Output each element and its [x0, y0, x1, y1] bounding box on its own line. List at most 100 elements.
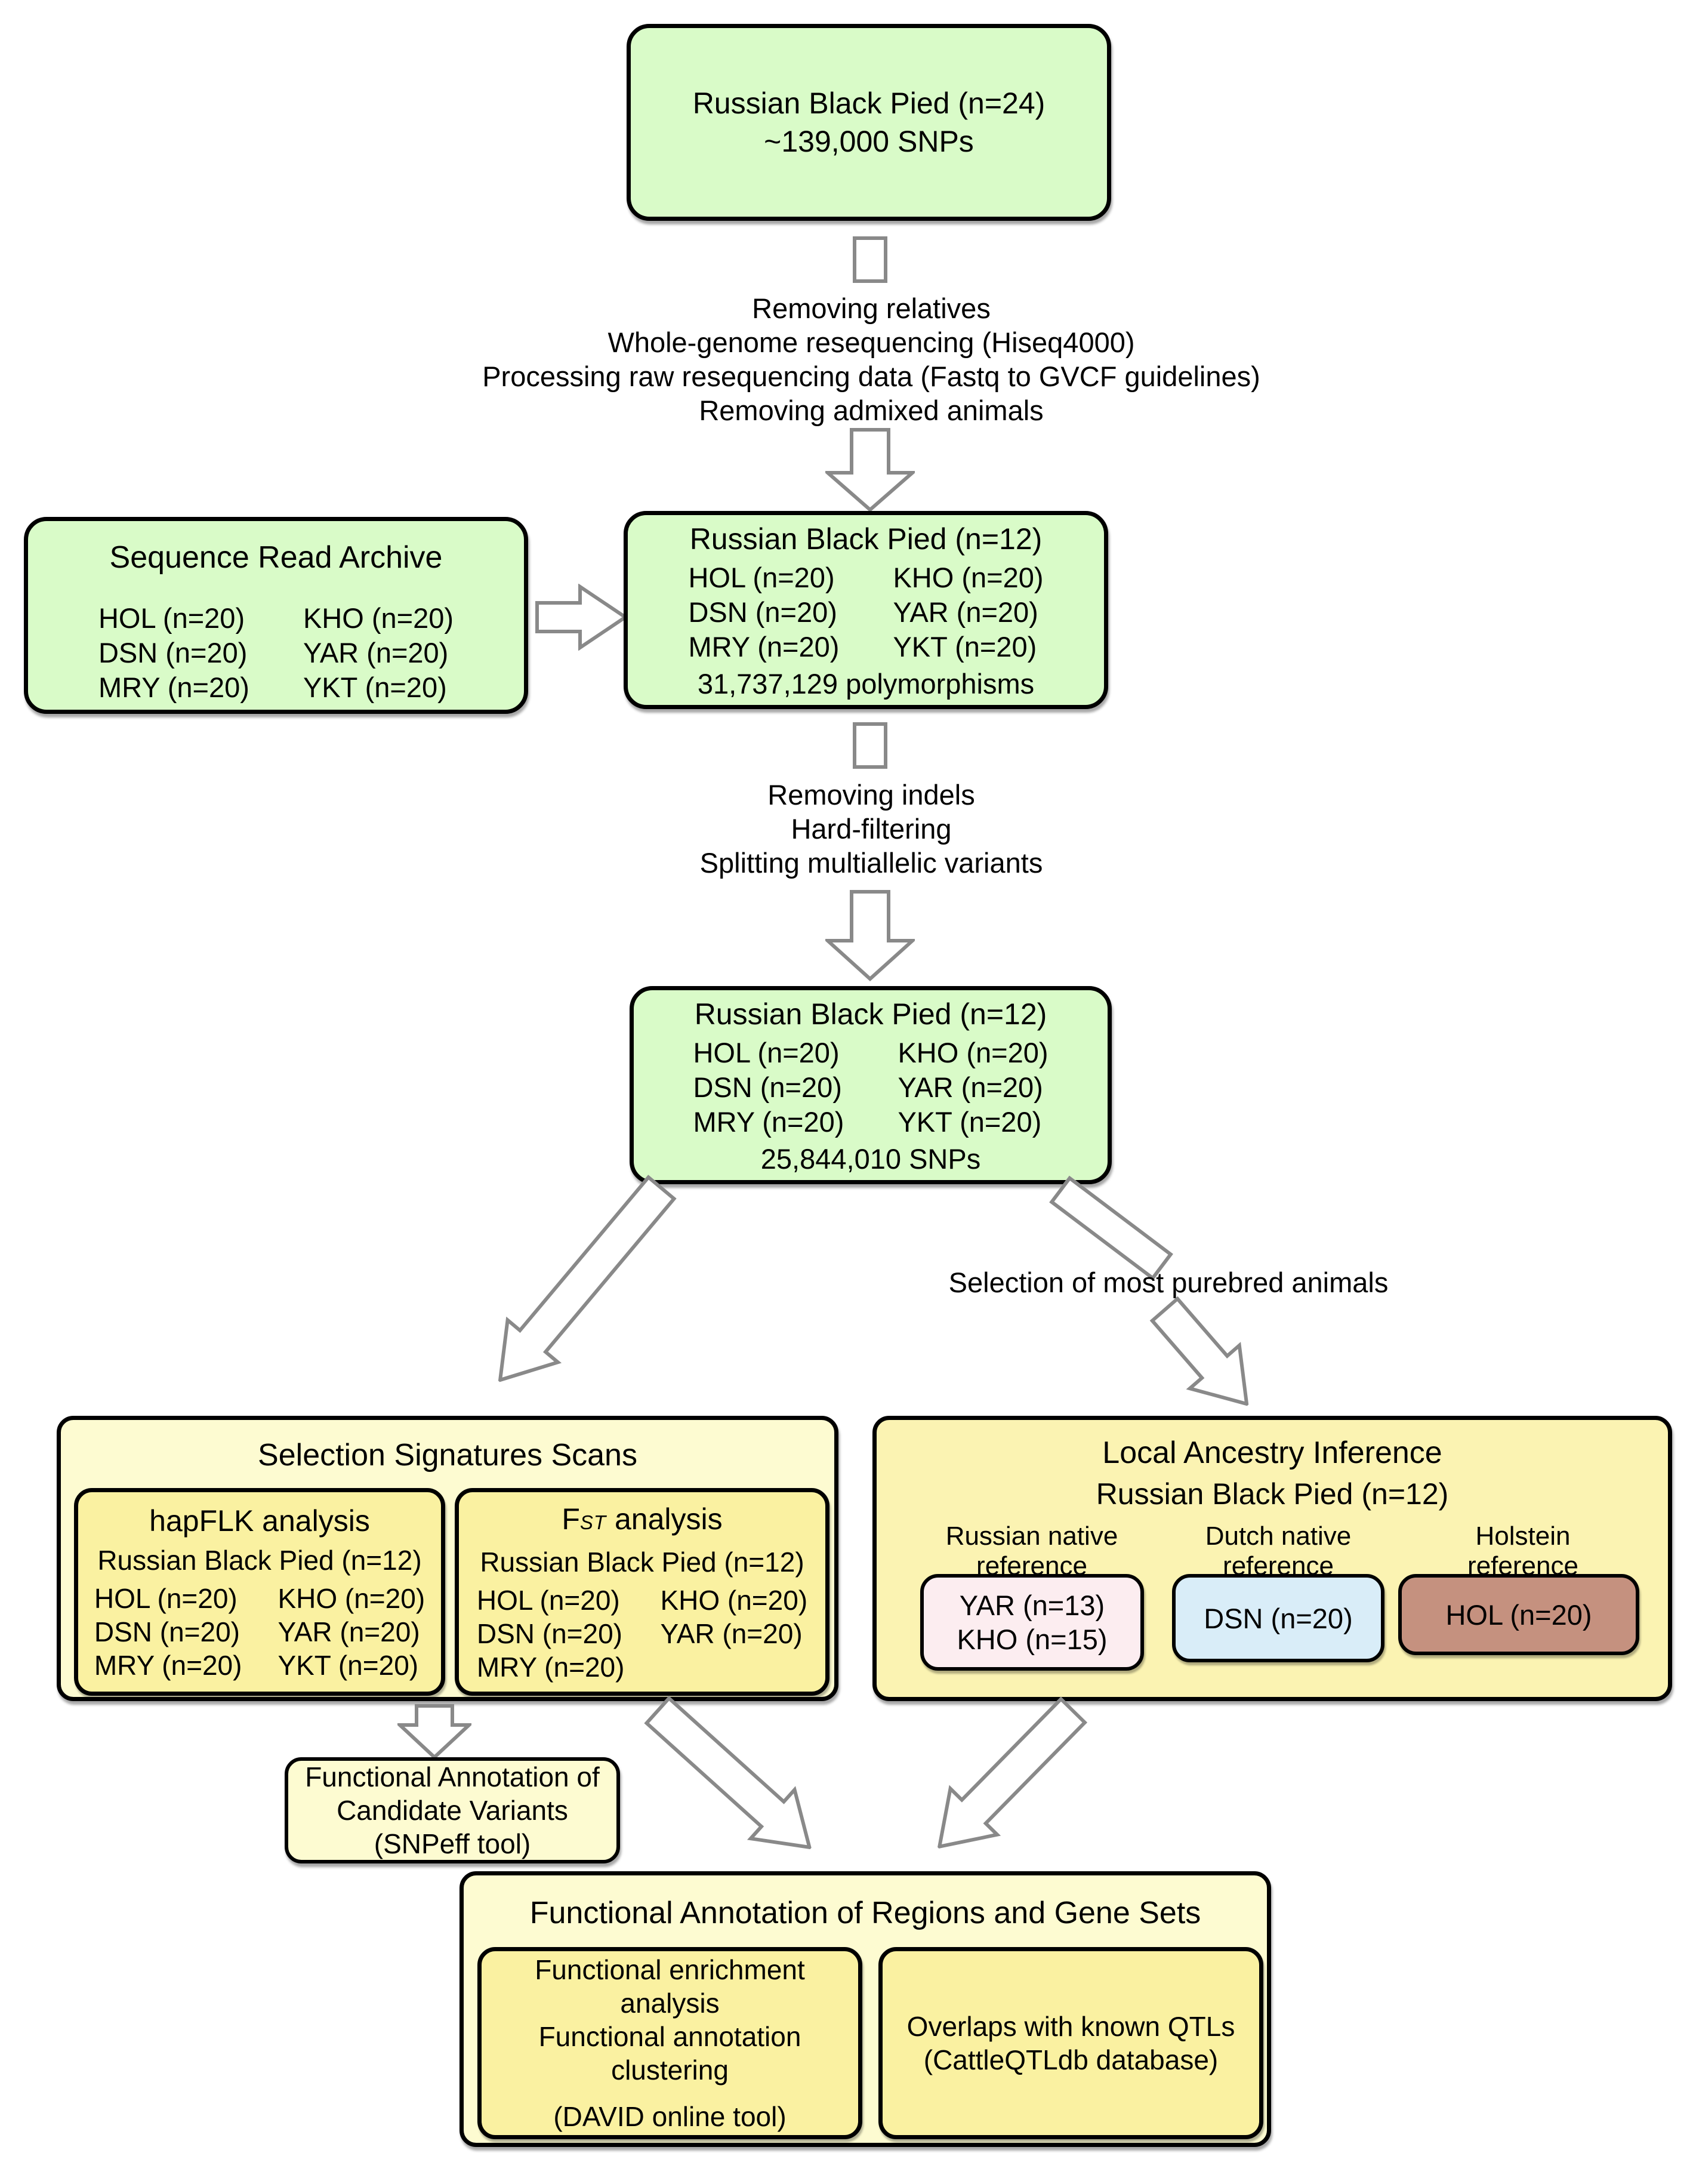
box-qtl-overlaps: Overlaps with known QTLs (CattleQTLdb da…	[878, 1947, 1263, 2139]
breed-item: DSN (n=20)	[94, 1616, 240, 1647]
reference-header-russian: Russian native reference	[912, 1521, 1151, 1581]
process-step: Removing indels	[767, 779, 975, 811]
breed-item: DSN (n=20)	[98, 637, 248, 669]
fst-rest: analysis	[606, 1502, 723, 1536]
box-title: Russian Black Pied (n=24)	[692, 87, 1046, 120]
box-title: Sequence Read Archive	[109, 540, 443, 575]
breed-item: KHO (n=20)	[898, 1036, 1049, 1068]
fst-f: F	[562, 1502, 580, 1536]
breed-item: MRY (n=20)	[98, 671, 249, 703]
breed-column-right: KHO (n=20) YAR (n=20) YKT (n=20)	[277, 1582, 425, 1682]
breed-item: MRY (n=20)	[476, 1652, 625, 1683]
box-dutch-native-reference: DSN (n=20)	[1172, 1574, 1384, 1662]
breed-grid: HOL (n=20) DSN (n=20) MRY (n=20) KHO (n=…	[693, 1036, 1048, 1139]
box-line: (CattleQTLdb database)	[923, 2044, 1219, 2075]
analysis-title: hapFLK analysis	[149, 1504, 370, 1538]
breed-grid: HOL (n=20) DSN (n=20) MRY (n=20) KHO (n=…	[688, 560, 1043, 664]
breed-item: YAR (n=20)	[277, 1616, 420, 1647]
down-arrow-icon	[825, 428, 915, 512]
breed-item: YKT (n=20)	[898, 1105, 1042, 1138]
box-david-analysis: Functional enrichment analysis Functiona…	[477, 1947, 862, 2139]
box-line: Functional annotation clustering	[538, 2021, 801, 2086]
header-line: Dutch native	[1205, 1521, 1352, 1551]
breed-item: DSN (n=20)	[693, 1071, 842, 1103]
diagonal-arrow-left-icon	[498, 1175, 677, 1383]
section-title: Local Ancestry Inference	[1102, 1436, 1442, 1470]
breed-item: MRY (n=20)	[94, 1650, 242, 1681]
box-russian-native-reference: YAR (n=13) KHO (n=15)	[920, 1574, 1144, 1671]
fst-subscript: ST	[579, 1511, 607, 1533]
box-functional-annotation-regions: Functional Annotation of Regions and Gen…	[460, 1871, 1271, 2147]
down-arrow-icon	[397, 1704, 471, 1760]
box-title: Russian Black Pied (n=12)	[694, 997, 1047, 1031]
breed-column-right: KHO (n=20) YAR (n=20) YKT (n=20)	[893, 560, 1043, 664]
breed-grid: HOL (n=20) DSN (n=20) MRY (n=20) KHO (n=…	[94, 1582, 425, 1682]
reference-header-holstein: Holstein reference	[1404, 1521, 1642, 1581]
analysis-subtitle: Russian Black Pied (n=12)	[97, 1545, 422, 1576]
branch-label: Selection of most purebred animals	[948, 1267, 1389, 1298]
diagonal-arrow-icon	[937, 1696, 1088, 1849]
breed-column-left: HOL (n=20) DSN (n=20) MRY (n=20)	[98, 601, 249, 705]
process-step: Whole-genome resequencing (Hiseq4000)	[607, 326, 1135, 358]
breed-item: HOL (n=20)	[1445, 1598, 1592, 1631]
diagonal-arrow-icon	[644, 1695, 812, 1850]
breed-item: HOL (n=20)	[693, 1036, 840, 1068]
breed-item: KHO (n=15)	[957, 1624, 1108, 1655]
breed-column-left: HOL (n=20) DSN (n=20) MRY (n=20)	[94, 1582, 242, 1682]
box-russian-black-pied-polymorphisms: Russian Black Pied (n=12) HOL (n=20) DSN…	[624, 511, 1108, 709]
breed-column-left: HOL (n=20) DSN (n=20) MRY (n=20)	[477, 1584, 625, 1684]
breed-item: DSN (n=20)	[476, 1618, 622, 1649]
breed-column-left: HOL (n=20) DSN (n=20) MRY (n=20)	[688, 560, 839, 664]
section-title: Functional Annotation of Regions and Gen…	[529, 1896, 1201, 1930]
breed-item: DSN (n=20)	[688, 596, 837, 628]
variant-count: 31,737,129 polymorphisms	[697, 667, 1035, 700]
breed-item: YAR (n=20)	[893, 596, 1038, 628]
process-step: Removing admixed animals	[699, 395, 1044, 426]
analysis-subtitle: Russian Black Pied (n=12)	[480, 1547, 804, 1578]
snp-count: 25,844,010 SNPs	[760, 1142, 981, 1175]
breed-item: MRY (n=20)	[688, 630, 840, 663]
breed-column-left: HOL (n=20) DSN (n=20) MRY (n=20)	[693, 1036, 844, 1139]
breed-item: KHO (n=20)	[277, 1583, 425, 1614]
arrow-shaft-icon	[853, 722, 887, 769]
reference-header-dutch: Dutch native reference	[1159, 1521, 1398, 1581]
down-arrow-icon	[825, 890, 915, 981]
box-line: (SNPeff tool)	[374, 1828, 531, 1859]
diagonal-arrow-right-icon	[1149, 1296, 1249, 1407]
breed-item: YKT (n=20)	[277, 1650, 419, 1681]
section-subtitle: Russian Black Pied (n=12)	[1096, 1477, 1449, 1511]
box-selection-signatures-scans: Selection Signatures Scans hapFLK analys…	[57, 1416, 838, 1701]
box-hapflk-analysis: hapFLK analysis Russian Black Pied (n=12…	[74, 1488, 445, 1696]
breed-column-right: KHO (n=20) YAR (n=20) YKT (n=20)	[898, 1036, 1048, 1139]
box-title: Russian Black Pied (n=12)	[689, 522, 1043, 556]
breed-grid: HOL (n=20) DSN (n=20) MRY (n=20) KHO (n=…	[477, 1584, 807, 1684]
breed-item: KHO (n=20)	[303, 602, 454, 634]
snp-count: ~139,000 SNPs	[764, 125, 974, 158]
process-step: Splitting multiallelic variants	[699, 847, 1043, 879]
box-russian-black-pied-snps: Russian Black Pied (n=12) HOL (n=20) DSN…	[630, 986, 1112, 1184]
process-step: Removing relatives	[752, 292, 991, 324]
process-step: Processing raw resequencing data (Fastq …	[482, 361, 1260, 392]
box-functional-annotation-candidate-variants: Functional Annotation of Candidate Varia…	[285, 1757, 620, 1863]
box-sequence-read-archive: Sequence Read Archive HOL (n=20) DSN (n=…	[24, 517, 528, 714]
process-step: Hard-filtering	[791, 813, 952, 845]
header-line: Russian native	[945, 1521, 1118, 1551]
box-line: Functional enrichment analysis	[535, 1954, 805, 2019]
breed-item: HOL (n=20)	[688, 561, 835, 593]
process-steps-2: Removing indels Hard-filtering Splitting…	[269, 778, 1474, 880]
breed-item: KHO (n=20)	[660, 1585, 808, 1616]
breed-item: HOL (n=20)	[98, 602, 245, 634]
breed-item: YAR (n=13)	[959, 1590, 1105, 1621]
header-line: Holstein	[1475, 1521, 1571, 1551]
breed-item: MRY (n=20)	[693, 1105, 844, 1138]
process-steps-1: Removing relatives Whole-genome resequen…	[269, 291, 1474, 427]
box-line: Candidate Variants	[337, 1795, 568, 1826]
breed-item: YAR (n=20)	[898, 1071, 1043, 1103]
breed-item: YAR (n=20)	[303, 637, 449, 669]
breed-grid: HOL (n=20) DSN (n=20) MRY (n=20) KHO (n=…	[98, 601, 454, 705]
right-arrow-icon	[535, 584, 629, 651]
box-line: Functional Annotation of	[305, 1761, 600, 1792]
box-line: Overlaps with known QTLs	[906, 2011, 1235, 2042]
box-fst-analysis: FST analysis Russian Black Pied (n=12) H…	[455, 1488, 829, 1696]
arrow-shaft-icon	[853, 236, 887, 283]
